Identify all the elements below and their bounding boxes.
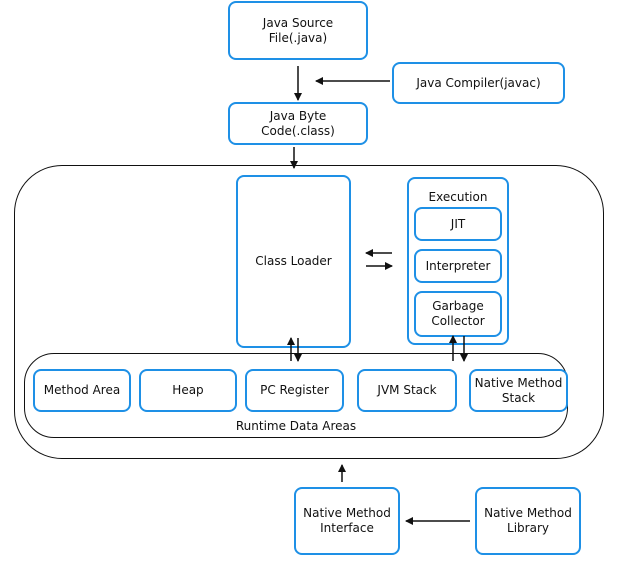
garbage-collector-node: Garbage Collector: [414, 291, 502, 337]
runtime-data-areas-label: Runtime Data Areas: [235, 419, 357, 433]
execution-title: Execution: [428, 190, 488, 204]
java-compiler-label: Java Compiler(javac): [416, 75, 541, 90]
native-method-interface-node: Native Method Interface: [294, 487, 400, 555]
java-compiler-node: Java Compiler(javac): [392, 62, 565, 104]
interpreter-label: Interpreter: [425, 258, 491, 273]
jit-node: JIT: [414, 207, 502, 241]
native-method-stack-label: Native Method Stack: [474, 375, 563, 405]
jit-label: JIT: [450, 216, 466, 231]
method-area-label: Method Area: [43, 383, 121, 397]
pc-register-node: PC Register: [245, 369, 344, 412]
java-source-file-label: Java Source File(.java): [262, 15, 334, 45]
jvm-stack-label: JVM Stack: [377, 383, 437, 397]
heap-label: Heap: [172, 383, 204, 397]
jvm-stack-node: JVM Stack: [357, 369, 457, 412]
native-method-library-node: Native Method Library: [475, 487, 581, 555]
garbage-collector-label: Garbage Collector: [431, 299, 485, 328]
native-method-library-label: Native Method Library: [484, 506, 572, 535]
class-loader-label: Class Loader: [255, 254, 332, 268]
jvm-frame: [14, 165, 604, 459]
class-loader-node: Class Loader: [236, 175, 351, 348]
pc-register-label: PC Register: [260, 383, 329, 397]
native-method-stack-node: Native Method Stack: [469, 369, 568, 412]
interpreter-node: Interpreter: [414, 249, 502, 283]
java-source-file-node: Java Source File(.java): [228, 1, 368, 60]
native-method-interface-label: Native Method Interface: [303, 506, 391, 535]
heap-node: Heap: [139, 369, 237, 412]
java-byte-code-node: Java Byte Code(.class): [228, 102, 368, 145]
java-byte-code-label: Java Byte Code(.class): [261, 108, 335, 138]
method-area-node: Method Area: [33, 369, 131, 412]
